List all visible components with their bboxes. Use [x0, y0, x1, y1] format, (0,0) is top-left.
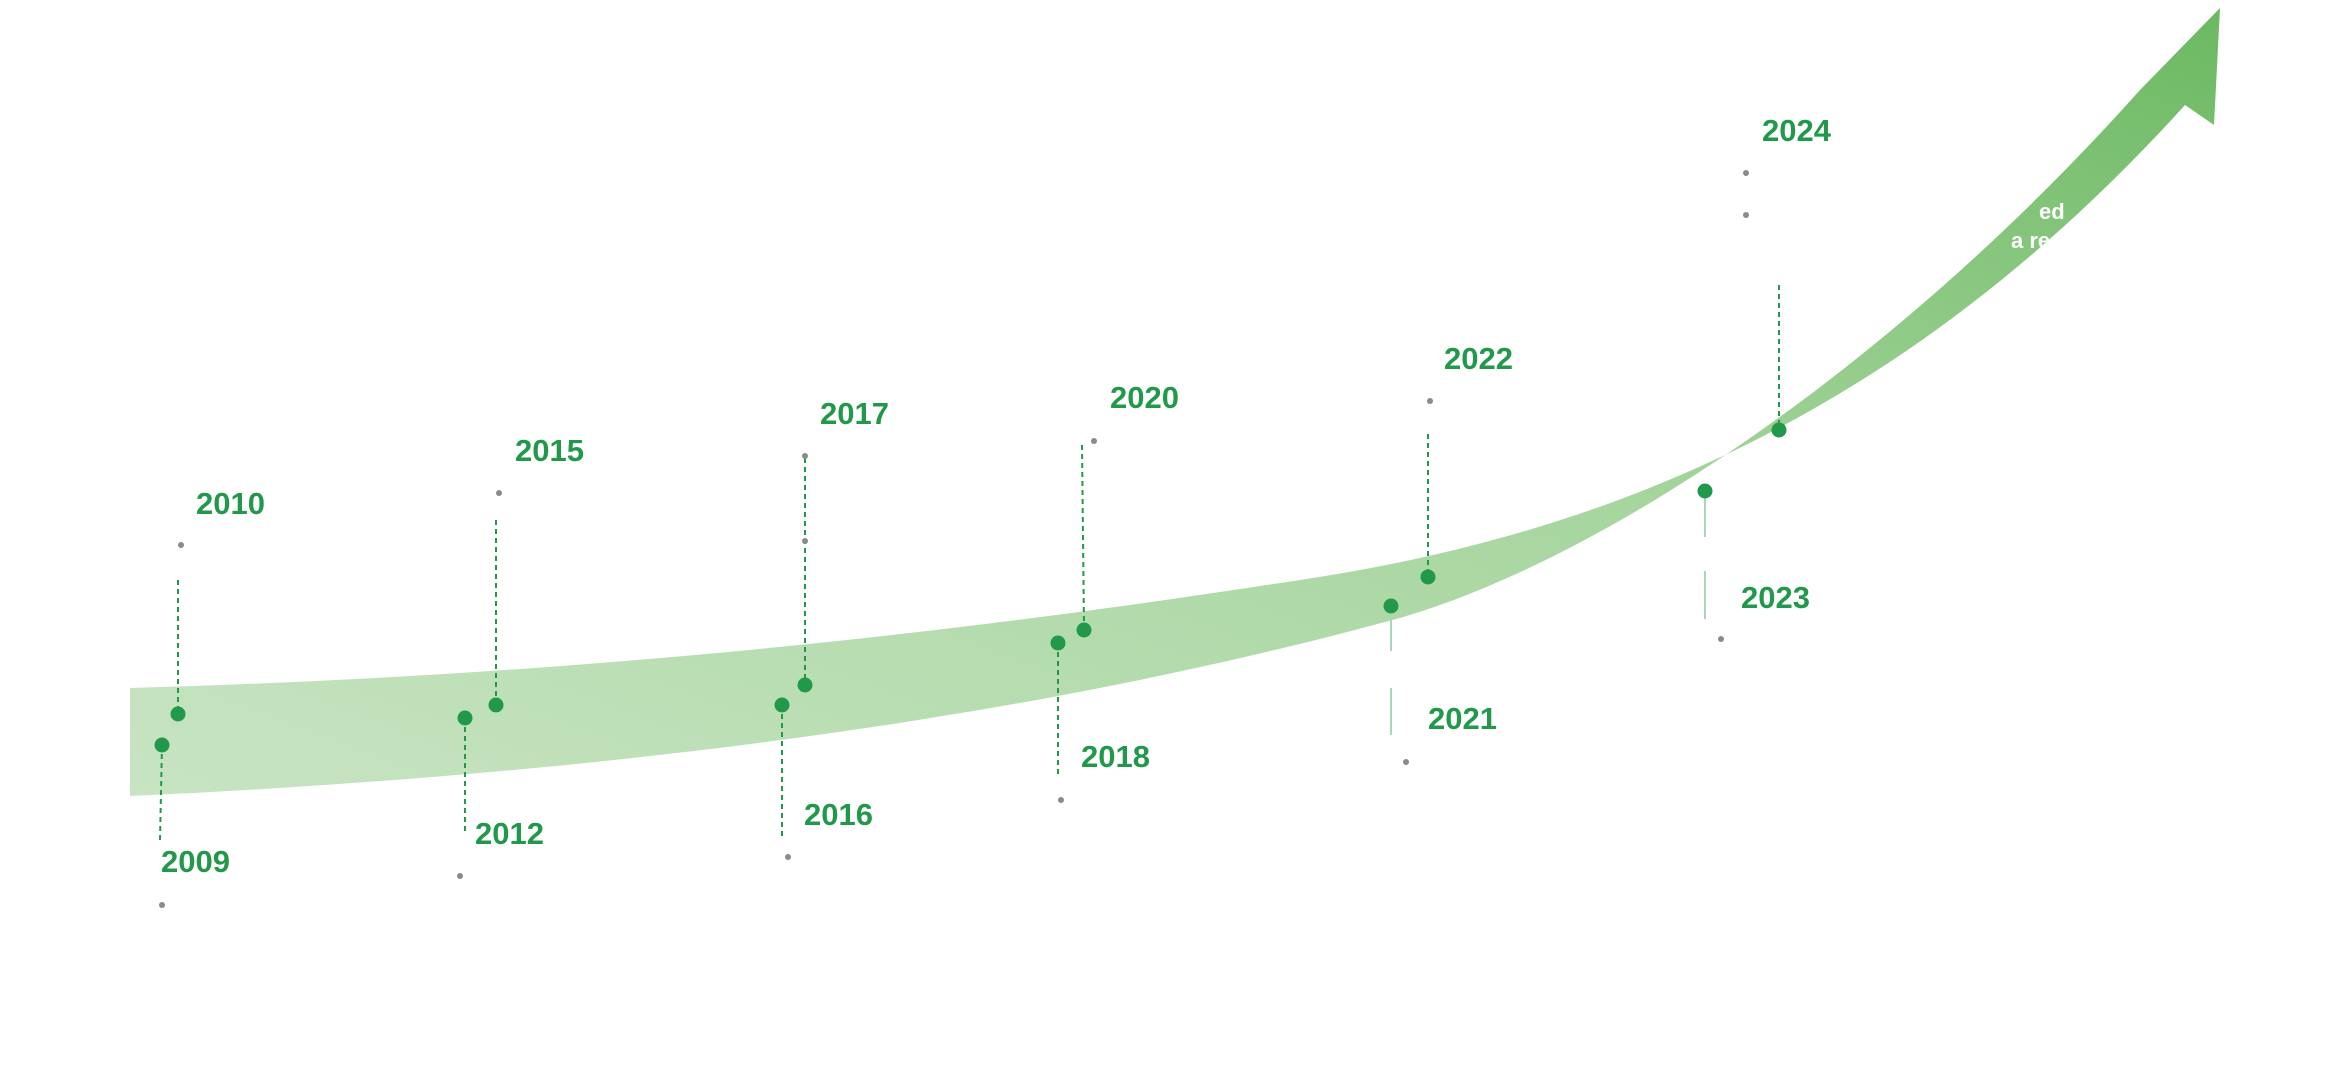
year-label: 2021: [1428, 701, 1497, 736]
bullet-dot: [1743, 212, 1749, 218]
milestone-marker: [1697, 483, 1713, 499]
arrow-label-line1: ed: [2039, 199, 2065, 224]
growth-arrow-band: [130, 8, 2220, 796]
milestone-2009: 2009: [154, 737, 230, 908]
milestone-marker: [1420, 569, 1436, 585]
milestone-marker: [774, 697, 790, 713]
bullet-dot: [159, 902, 165, 908]
year-label: 2015: [515, 433, 584, 468]
bullet-dot: [1058, 797, 1064, 803]
bullet-dot: [178, 542, 184, 548]
bullet-dot: [1091, 438, 1097, 444]
bullet-dot: [785, 854, 791, 860]
year-label: 2017: [820, 396, 889, 431]
milestone-2021: 2021: [1383, 598, 1497, 765]
milestone-2022: 2022: [1420, 341, 1513, 585]
milestone-2012: 2012: [457, 710, 544, 879]
milestone-2015: 2015: [488, 433, 584, 713]
bullet-dot: [1743, 170, 1749, 176]
bullet-dot: [1427, 398, 1433, 404]
milestone-2010: 2010: [170, 486, 265, 722]
bullet-dot: [496, 490, 502, 496]
arrow-label-line2: a reco: [2011, 228, 2076, 253]
milestone-2020: 2020: [1076, 380, 1179, 638]
milestone-marker: [154, 737, 170, 753]
year-label: 2018: [1081, 739, 1150, 774]
year-label: 2024: [1762, 113, 1832, 148]
milestone-2018: 2018: [1050, 635, 1150, 803]
year-label: 2022: [1444, 341, 1513, 376]
bullet-dot: [1403, 759, 1409, 765]
year-label: 2016: [804, 797, 873, 832]
bullet-dot: [1718, 636, 1724, 642]
bullet-dot: [802, 453, 808, 459]
milestone-marker: [1050, 635, 1066, 651]
year-label: 2009: [161, 844, 230, 879]
year-label: 2010: [196, 486, 265, 521]
milestone-marker: [170, 706, 186, 722]
bullet-dot: [457, 873, 463, 879]
leader-line: [1081, 444, 1085, 628]
year-label: 2023: [1741, 580, 1810, 615]
year-label: 2012: [475, 816, 544, 851]
milestone-marker: [1383, 598, 1399, 614]
milestone-marker: [488, 697, 504, 713]
milestone-2024: 2024: [1743, 113, 1832, 438]
milestone-marker: [1076, 622, 1092, 638]
milestone-2017: 2017: [797, 396, 889, 693]
milestone-marker: [797, 677, 813, 693]
leader-line: [159, 744, 163, 841]
milestone-marker: [457, 710, 473, 726]
bullet-dot: [802, 538, 808, 544]
milestone-2023: 2023: [1697, 483, 1810, 642]
milestone-marker: [1771, 422, 1787, 438]
milestone-2016: 2016: [774, 697, 873, 860]
year-label: 2020: [1110, 380, 1179, 415]
